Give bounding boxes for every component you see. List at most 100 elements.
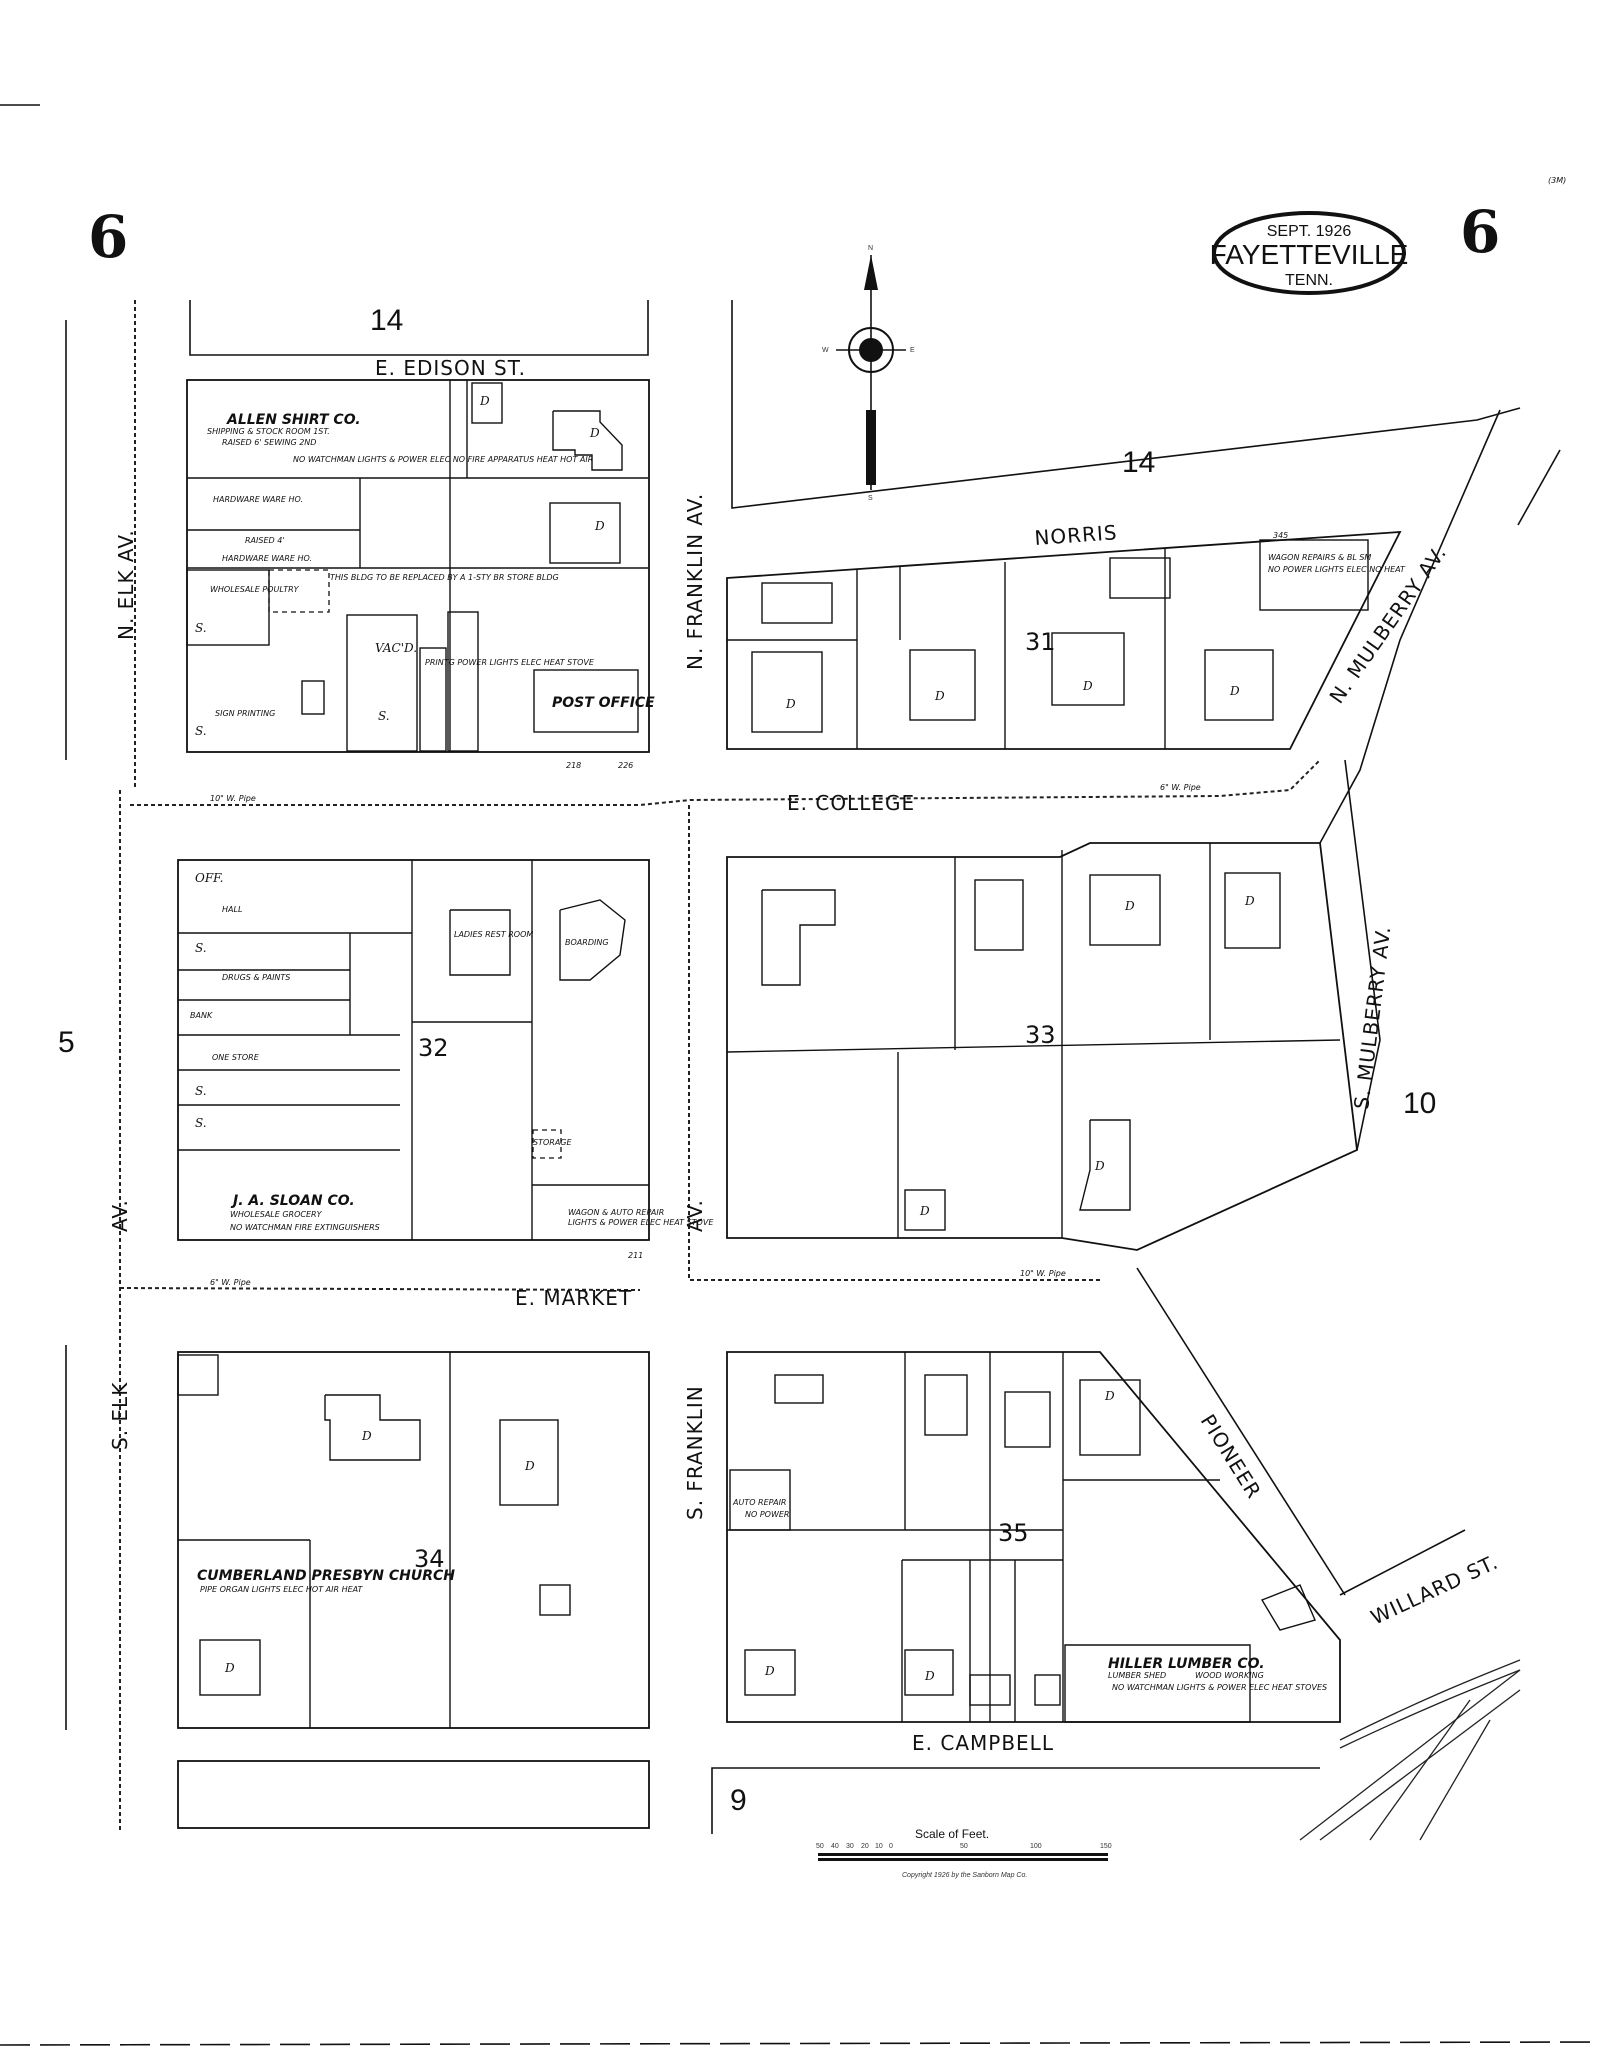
svg-text:W: W bbox=[822, 347, 829, 354]
svg-text:NO WATCHMAN LIGHTS & POWER ELE: NO WATCHMAN LIGHTS & POWER ELEC NO FIRE … bbox=[293, 455, 593, 464]
svg-text:D: D bbox=[1244, 894, 1255, 908]
svg-text:S: S bbox=[868, 495, 873, 502]
svg-text:PRINTG POWER LIGHTS ELEC HEAT: PRINTG POWER LIGHTS ELEC HEAT STOVE bbox=[425, 658, 595, 667]
svg-text:PIPE ORGAN LIGHTS ELEC HOT AIR: PIPE ORGAN LIGHTS ELEC HOT AIR HEAT bbox=[200, 1585, 364, 1594]
scale-of-feet: Scale of Feet. 50 40 30 20 10 0 50 100 1… bbox=[816, 1827, 1112, 1879]
svg-text:S.: S. bbox=[195, 1084, 207, 1098]
water-pipe bbox=[688, 805, 1100, 1281]
scale-title: Scale of Feet. bbox=[915, 1827, 989, 1841]
svg-text:SIGN PRINTING: SIGN PRINTING bbox=[215, 709, 275, 718]
svg-text:10" W. Pipe: 10" W. Pipe bbox=[210, 794, 256, 803]
svg-text:40: 40 bbox=[831, 1843, 839, 1850]
svg-text:BANK: BANK bbox=[190, 1011, 213, 1020]
label-cumberland-church: CUMBERLAND PRESBYN CHURCH bbox=[197, 1568, 455, 1584]
svg-text:345: 345 bbox=[1273, 531, 1288, 540]
railroad-tracks bbox=[1299, 1659, 1521, 1841]
block-number-31: 31 bbox=[1025, 628, 1056, 656]
svg-text:D: D bbox=[1229, 684, 1240, 698]
svg-text:HARDWARE WARE HO.: HARDWARE WARE HO. bbox=[222, 554, 312, 563]
svg-text:HARDWARE WARE HO.: HARDWARE WARE HO. bbox=[213, 495, 303, 504]
page-edge bbox=[0, 2041, 1600, 2046]
title-state: TENN. bbox=[1285, 272, 1333, 289]
svg-text:OFF.: OFF. bbox=[195, 871, 223, 885]
street-s-franklin: S. FRANKLIN bbox=[683, 1385, 707, 1520]
sheet-number-right: 6 bbox=[1460, 198, 1500, 266]
svg-text:D: D bbox=[524, 1459, 535, 1473]
label-post-office: POST OFFICE bbox=[552, 695, 655, 711]
svg-text:D: D bbox=[1082, 679, 1093, 693]
svg-text:WOOD WORKING: WOOD WORKING bbox=[1195, 1671, 1264, 1680]
street-norris: NORRIS bbox=[1034, 520, 1119, 550]
svg-text:D: D bbox=[934, 689, 945, 703]
street-n-elk: N. ELK AV. bbox=[114, 529, 138, 640]
svg-text:0: 0 bbox=[889, 1843, 893, 1850]
svg-text:D: D bbox=[479, 394, 490, 408]
title-date: SEPT. 1926 bbox=[1267, 223, 1352, 240]
svg-text:RAISED 4': RAISED 4' bbox=[245, 536, 285, 545]
adjacent-sheet-north-left[interactable]: 14 bbox=[370, 304, 403, 337]
svg-text:D: D bbox=[764, 1664, 775, 1678]
svg-text:S.: S. bbox=[195, 621, 207, 635]
svg-text:D: D bbox=[1104, 1389, 1115, 1403]
svg-text:VAC'D.: VAC'D. bbox=[375, 641, 417, 655]
pioneer-edge bbox=[1136, 1267, 1346, 1596]
block-number-34: 34 bbox=[414, 1545, 445, 1573]
svg-text:D: D bbox=[919, 1204, 930, 1218]
block-allen-shirt: ALLEN SHIRT CO. SHIPPING & STOCK ROOM 1S… bbox=[186, 379, 655, 770]
svg-text:10: 10 bbox=[875, 1843, 883, 1850]
svg-text:20: 20 bbox=[861, 1843, 869, 1850]
adjacent-sheet-west[interactable]: 5 bbox=[58, 1026, 75, 1059]
svg-text:WHOLESALE POULTRY: WHOLESALE POULTRY bbox=[210, 585, 300, 594]
svg-text:D: D bbox=[924, 1669, 935, 1683]
svg-text:NO POWER: NO POWER bbox=[745, 1510, 789, 1519]
title-city: FAYETTEVILLE bbox=[1210, 239, 1409, 270]
svg-text:6" W. Pipe: 6" W. Pipe bbox=[1160, 783, 1201, 792]
svg-text:211: 211 bbox=[628, 1251, 643, 1260]
svg-text:HALL: HALL bbox=[222, 905, 242, 914]
sheet-number-left: 6 bbox=[88, 203, 128, 271]
svg-text:LIGHTS & POWER ELEC HEAT STOVE: LIGHTS & POWER ELEC HEAT STOVE bbox=[568, 1218, 714, 1227]
svg-text:E: E bbox=[910, 347, 915, 354]
svg-text:30: 30 bbox=[846, 1843, 854, 1850]
block-34: CUMBERLAND PRESBYN CHURCH PIPE ORGAN LIG… bbox=[177, 1351, 650, 1729]
svg-text:LADIES REST ROOM: LADIES REST ROOM bbox=[454, 930, 533, 939]
adjacent-sheet-east[interactable]: 10 bbox=[1403, 1087, 1436, 1120]
street-elk-av: AV. bbox=[108, 1199, 132, 1232]
street-e-market: E. MARKET bbox=[515, 1286, 632, 1310]
svg-text:AUTO REPAIR: AUTO REPAIR bbox=[732, 1498, 786, 1507]
title-cartouche: SEPT. 1926 FAYETTEVILLE TENN. bbox=[1210, 211, 1409, 295]
adjacent-sheet-north-right[interactable]: 14 bbox=[1122, 446, 1155, 479]
block-35: AUTO REPAIR NO POWER HILLER LUMBER CO. L… bbox=[726, 1351, 1341, 1723]
block-31: 31 D D D D WAGON REPAIRS & BL SM NO POWE… bbox=[726, 530, 1406, 750]
street-n-franklin: N. FRANKLIN AV. bbox=[683, 493, 707, 670]
water-pipe bbox=[119, 1287, 641, 1291]
block-south-strip bbox=[177, 1760, 650, 1829]
svg-text:NO WATCHMAN FIRE EXTINGUISHERS: NO WATCHMAN FIRE EXTINGUISHERS bbox=[230, 1223, 380, 1232]
street-e-edison: E. EDISON ST. bbox=[375, 356, 526, 380]
svg-text:50: 50 bbox=[816, 1843, 824, 1850]
mulberry-edge bbox=[1319, 409, 1501, 844]
svg-text:D: D bbox=[589, 426, 600, 440]
street-edge bbox=[1517, 449, 1561, 526]
street-franklin-av: AV. bbox=[683, 1199, 707, 1232]
svg-text:THIS BLDG TO BE REPLACED BY A: THIS BLDG TO BE REPLACED BY A 1-STY BR S… bbox=[330, 573, 559, 582]
svg-text:N: N bbox=[868, 245, 873, 252]
svg-text:S.: S. bbox=[378, 709, 390, 723]
svg-text:WHOLESALE GROCERY: WHOLESALE GROCERY bbox=[230, 1210, 323, 1219]
svg-text:ONE STORE: ONE STORE bbox=[212, 1053, 260, 1062]
svg-text:D: D bbox=[1124, 899, 1135, 913]
svg-text:SHIPPING & STOCK ROOM 1ST.: SHIPPING & STOCK ROOM 1ST. bbox=[207, 427, 330, 436]
adjacent-sheet-south[interactable]: 9 bbox=[730, 1784, 747, 1817]
label-hiller-lumber-co: HILLER LUMBER CO. bbox=[1108, 1656, 1265, 1672]
svg-text:218: 218 bbox=[566, 761, 581, 770]
svg-text:RAISED 6' SEWING 2ND: RAISED 6' SEWING 2ND bbox=[222, 438, 316, 447]
willard-edge bbox=[1339, 1529, 1466, 1596]
svg-text:100: 100 bbox=[1030, 1843, 1042, 1850]
svg-text:NO POWER LIGHTS ELEC NO HEAT: NO POWER LIGHTS ELEC NO HEAT bbox=[1268, 565, 1406, 574]
svg-text:S.: S. bbox=[195, 941, 207, 955]
svg-text:D: D bbox=[594, 519, 605, 533]
compass-rose-icon: N S E W bbox=[822, 245, 915, 502]
svg-text:D: D bbox=[1094, 1159, 1105, 1173]
block-32: LADIES REST ROOM BOARDING STORAGE DRUGS … bbox=[177, 859, 714, 1260]
